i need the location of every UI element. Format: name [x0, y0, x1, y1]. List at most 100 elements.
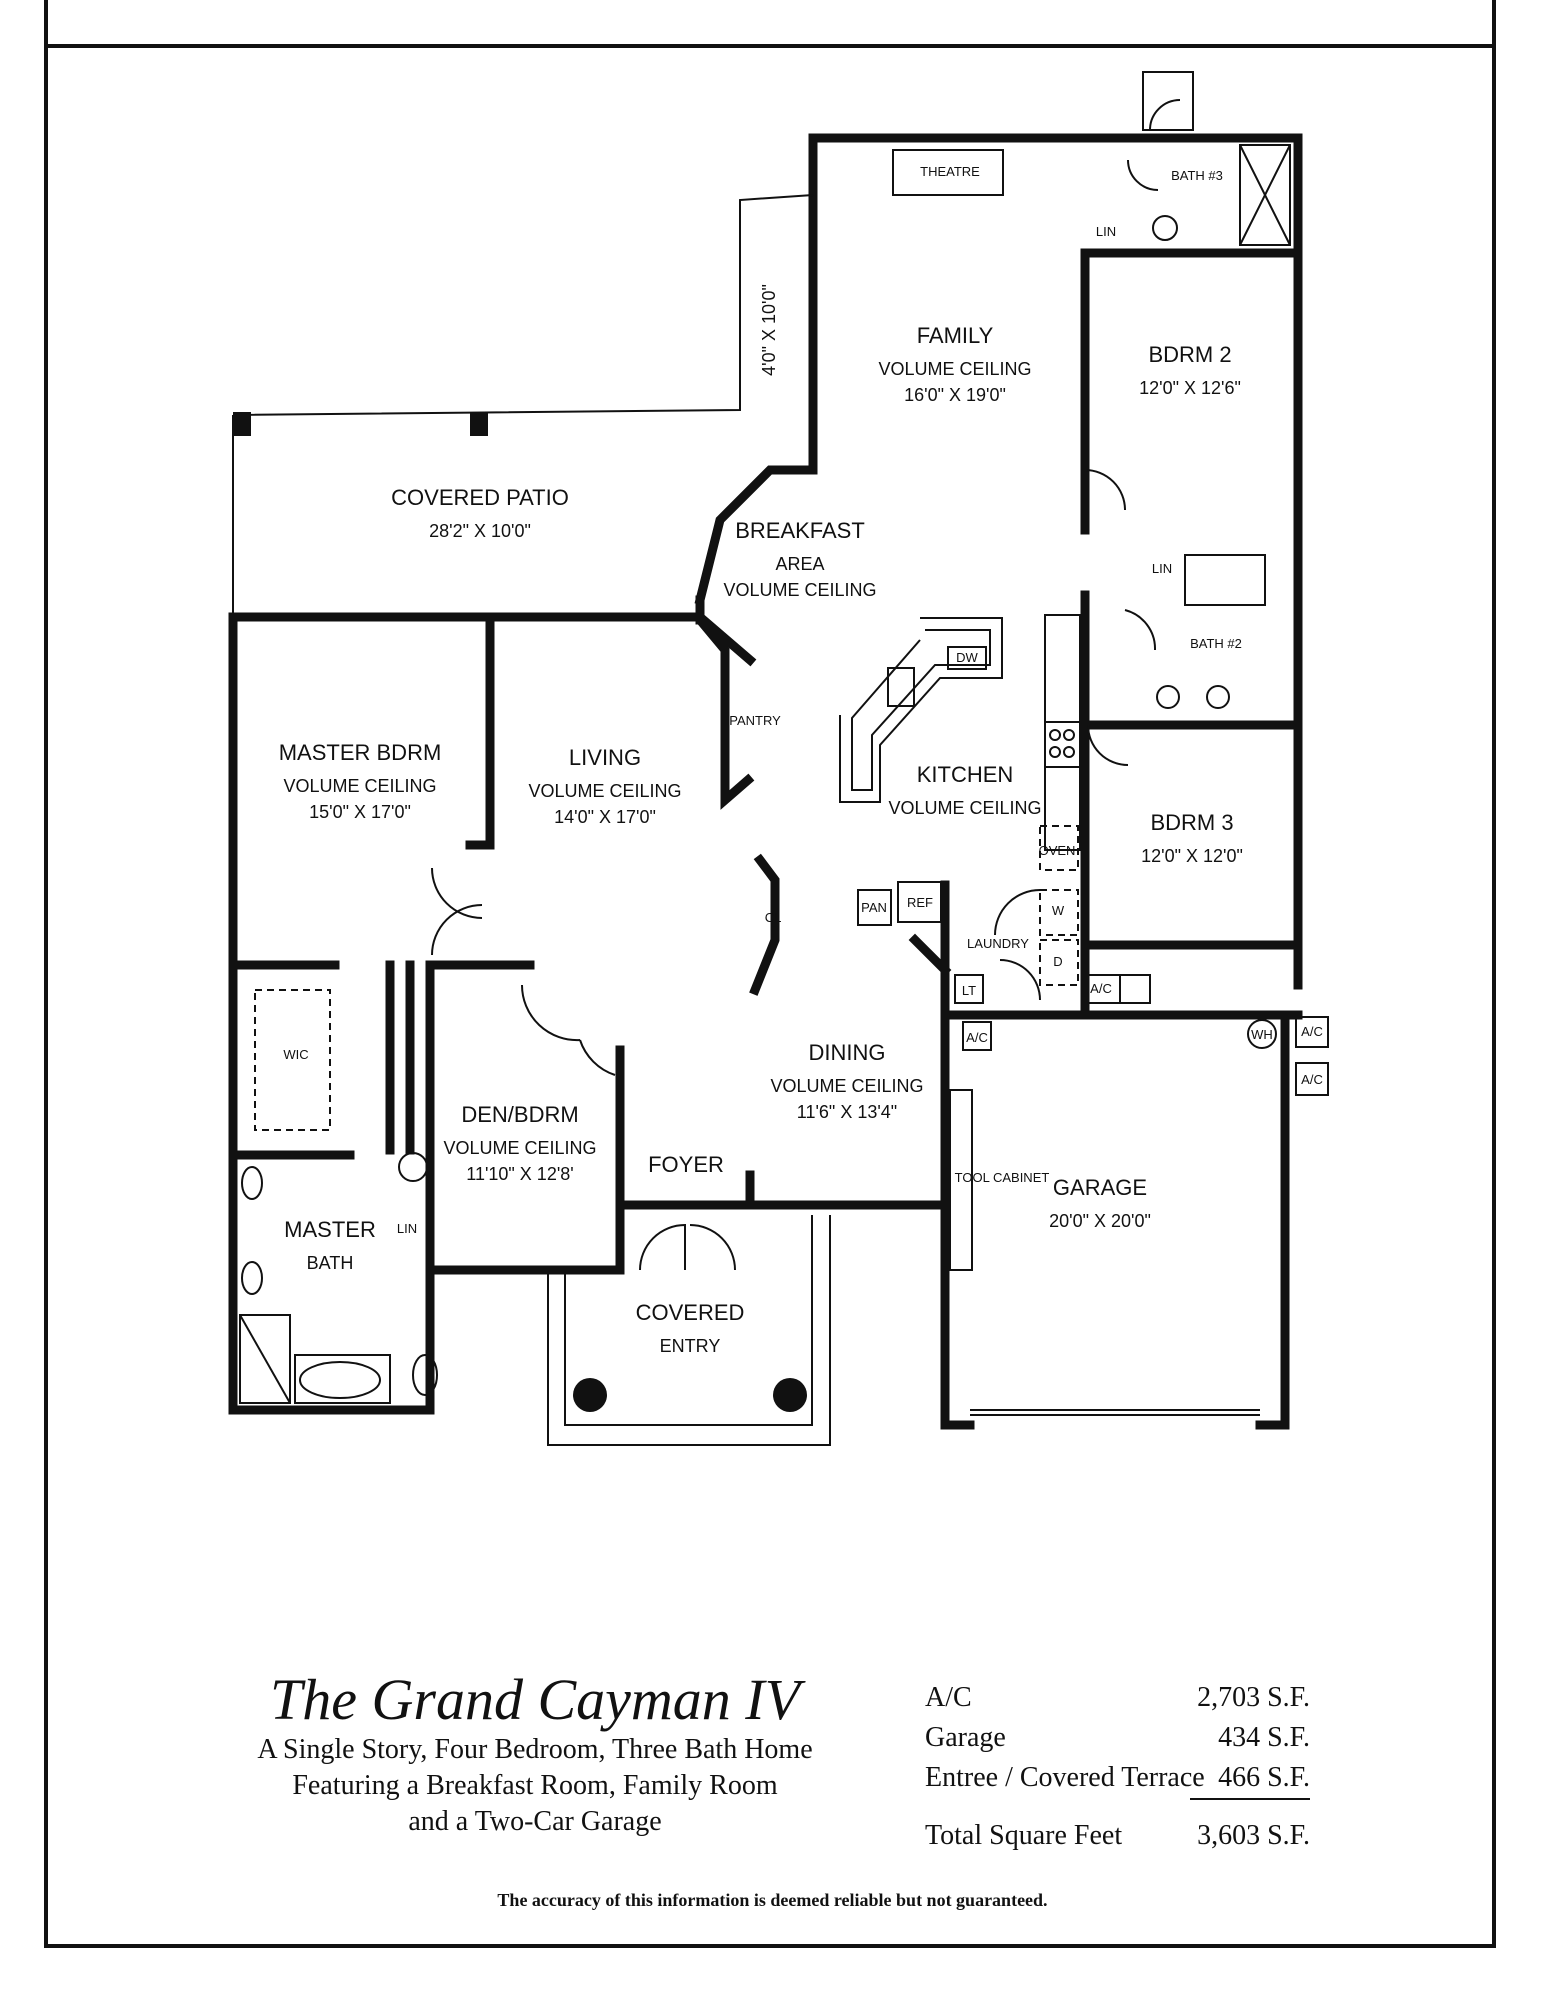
- plan-description-line-2: Featuring a Breakfast Room, Family Room: [292, 1770, 778, 1801]
- title-block: The Grand Cayman IV A Single Story, Four…: [255, 1668, 815, 1840]
- plan-title: The Grand Cayman IV: [269, 1667, 800, 1732]
- room-label-line: OVEN: [1039, 843, 1076, 858]
- room-label-lt: LT: [962, 983, 976, 998]
- room-label-pan: PAN: [861, 900, 887, 915]
- room-label-line: 16'0" X 19'0": [904, 385, 1006, 405]
- room-label-pantry: PANTRY: [729, 713, 781, 728]
- room-label-line: THEATRE: [920, 164, 980, 179]
- room-label-line: FAMILY: [917, 323, 994, 348]
- room-label-line: COVERED PATIO: [391, 485, 569, 510]
- room-label-ac1: A/C: [1090, 981, 1112, 996]
- room-label-lin-master: LIN: [397, 1221, 417, 1236]
- room-label-line: ENTRY: [660, 1336, 721, 1356]
- room-label-line: 20'0" X 20'0": [1049, 1211, 1151, 1231]
- room-label-bath3: BATH #3: [1171, 168, 1223, 183]
- room-label-line: GARAGE: [1053, 1175, 1147, 1200]
- room-label-line: VOLUME CEILING: [888, 798, 1041, 818]
- room-label-oven: OVEN: [1039, 843, 1076, 858]
- room-label-line: WIC: [283, 1047, 308, 1062]
- room-label-line: 12'0" X 12'6": [1139, 378, 1241, 398]
- room-label-dining: DINING VOLUME CEILING 11'6" X 13'4": [770, 1040, 923, 1122]
- room-label-dw: DW: [956, 650, 978, 665]
- room-label-master-bdrm: MASTER BDRM VOLUME CEILING 15'0" X 17'0": [279, 740, 442, 822]
- room-label-line: BATH #3: [1171, 168, 1223, 183]
- room-label-patio-ext: 4'0" X 10'0": [759, 284, 779, 376]
- room-label-line: 28'2" X 10'0": [429, 521, 531, 541]
- room-label-line: W: [1052, 903, 1065, 918]
- room-label-line: A/C: [1301, 1024, 1323, 1039]
- room-label-ref: REF: [907, 895, 933, 910]
- room-label-line: MASTER BDRM: [279, 740, 442, 765]
- room-label-living: LIVING VOLUME CEILING 14'0" X 17'0": [528, 745, 681, 827]
- fixtures: [239, 71, 1329, 1446]
- sf-total-label: Total Square Feet: [925, 1820, 1123, 1851]
- sf-label: Entree / Covered Terrace: [925, 1762, 1205, 1793]
- room-label-line: 12'0" X 12'0": [1141, 846, 1243, 866]
- sf-row: Entree / Covered Terrace 466 S.F.: [925, 1758, 1310, 1798]
- room-label-line: VOLUME CEILING: [528, 781, 681, 801]
- room-label-line: BDRM 3: [1150, 810, 1233, 835]
- room-label-line: FOYER: [648, 1152, 724, 1177]
- page-frame-top-rule: [44, 44, 1496, 48]
- room-label-line: VOLUME CEILING: [443, 1138, 596, 1158]
- room-label-line: VOLUME CEILING: [770, 1076, 923, 1096]
- room-label-master-bath: MASTER BATH: [284, 1217, 376, 1273]
- disclaimer: The accuracy of this information is deem…: [497, 1890, 1048, 1910]
- room-label-ac4: A/C: [1301, 1072, 1323, 1087]
- room-label-line: LIN: [397, 1221, 417, 1236]
- sf-row: A/C 2,703 S.F.: [925, 1678, 1310, 1718]
- room-label-line: 11'6" X 13'4": [797, 1102, 897, 1122]
- room-label-bath2: BATH #2: [1190, 636, 1242, 651]
- room-label-line: VOLUME CEILING: [723, 580, 876, 600]
- room-label-line: BREAKFAST: [735, 518, 865, 543]
- room-label-ac2: A/C: [966, 1030, 988, 1045]
- room-label-line: A/C: [966, 1030, 988, 1045]
- room-label-line: BATH #2: [1190, 636, 1242, 651]
- room-label-wh: WH: [1251, 1027, 1273, 1042]
- room-label-line: CL: [765, 910, 782, 925]
- room-label-line: 15'0" X 17'0": [309, 802, 411, 822]
- room-label-line: KITCHEN: [917, 762, 1014, 787]
- page-frame: [44, 0, 1496, 1948]
- room-label-ac3: A/C: [1301, 1024, 1323, 1039]
- room-label-line: TOOL CABINET: [955, 1170, 1050, 1185]
- room-label-kitchen: KITCHEN VOLUME CEILING: [888, 762, 1041, 818]
- room-label-lin-bath3: LIN: [1096, 224, 1116, 239]
- room-label-bdrm2: BDRM 2 12'0" X 12'6": [1139, 342, 1241, 398]
- room-label-line: DINING: [809, 1040, 886, 1065]
- room-label-line: PANTRY: [729, 713, 781, 728]
- room-label-line: WH: [1251, 1027, 1273, 1042]
- sf-label: A/C: [925, 1682, 972, 1713]
- room-label-line: BATH: [307, 1253, 354, 1273]
- square-footage-table: A/C 2,703 S.F. Garage 434 S.F. Entree / …: [925, 1678, 1310, 1856]
- walls: [228, 133, 1303, 1430]
- sf-total-value: 3,603 S.F.: [1197, 1820, 1310, 1851]
- room-label-line: D: [1053, 954, 1062, 969]
- room-label-breakfast: BREAKFAST AREA VOLUME CEILING: [723, 518, 876, 600]
- room-label-line: VOLUME CEILING: [283, 776, 436, 796]
- room-label-line: A/C: [1090, 981, 1112, 996]
- sf-value: 466 S.F.: [1218, 1762, 1310, 1793]
- sf-total-rule: [1190, 1798, 1310, 1816]
- room-label-line: DW: [956, 650, 978, 665]
- room-label-cl: CL: [765, 910, 782, 925]
- room-label-wic: WIC: [283, 1047, 308, 1062]
- room-label-line: PAN: [861, 900, 887, 915]
- plan-description-line-1: A Single Story, Four Bedroom, Three Bath…: [257, 1734, 813, 1765]
- room-label-line: BDRM 2: [1148, 342, 1231, 367]
- room-label-line: LIN: [1096, 224, 1116, 239]
- room-label-line: 14'0" X 17'0": [554, 807, 656, 827]
- room-label-laundry: LAUNDRY: [967, 936, 1029, 951]
- room-label-covered-patio: COVERED PATIO 28'2" X 10'0": [391, 485, 569, 541]
- room-label-theatre: THEATRE: [920, 164, 980, 179]
- plan-description-line-3: and a Two-Car Garage: [408, 1806, 662, 1837]
- room-label-line: MASTER: [284, 1217, 376, 1242]
- sf-row: Garage 434 S.F.: [925, 1718, 1310, 1758]
- room-label-line: AREA: [775, 554, 824, 574]
- room-label-line: 11'10" X 12'8': [466, 1164, 573, 1184]
- room-label-line: LIN: [1152, 561, 1172, 576]
- room-label-line: LIVING: [569, 745, 641, 770]
